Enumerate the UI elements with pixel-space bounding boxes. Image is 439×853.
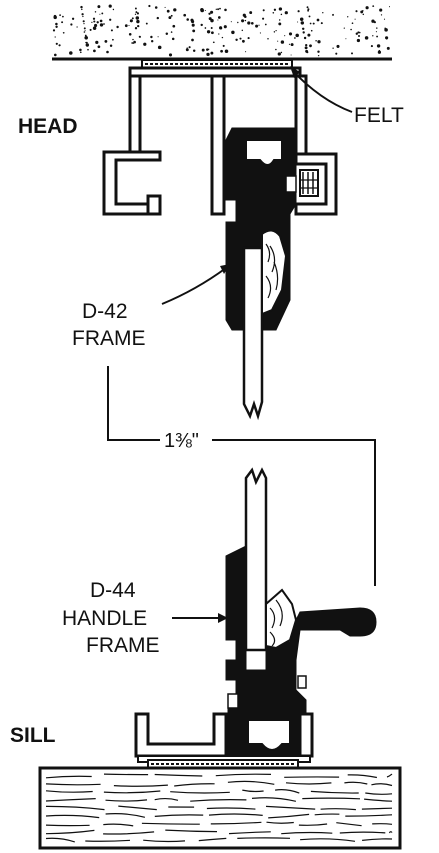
dimension-line [107, 366, 376, 586]
glazing-bead-bottom [265, 588, 298, 650]
d44-label-line3: FRAME [86, 634, 160, 657]
felt-label: FELT [354, 104, 404, 127]
glazing-bead-top [261, 229, 288, 316]
d42-leader-arrow [161, 264, 230, 305]
d44-label-line2: HANDLE [62, 607, 147, 630]
d44-label-line1: D-44 [90, 579, 136, 602]
d44-leader-arrow [172, 613, 228, 623]
head-label: HEAD [18, 115, 78, 138]
glass-panel-top [242, 246, 264, 421]
sill-label: SILL [10, 724, 56, 747]
d44-handle-frame [225, 545, 377, 761]
concrete-ceiling [52, 4, 392, 61]
wood-sill [38, 766, 402, 850]
felt-leader-arrow [290, 66, 353, 113]
glass-panel-bottom [244, 467, 268, 652]
d42-label-line1: D-42 [82, 300, 128, 323]
d42-label-line2: FRAME [72, 327, 146, 350]
weatherstrip-pile [299, 169, 319, 197]
dimension-label: 1⅜" [164, 430, 199, 452]
